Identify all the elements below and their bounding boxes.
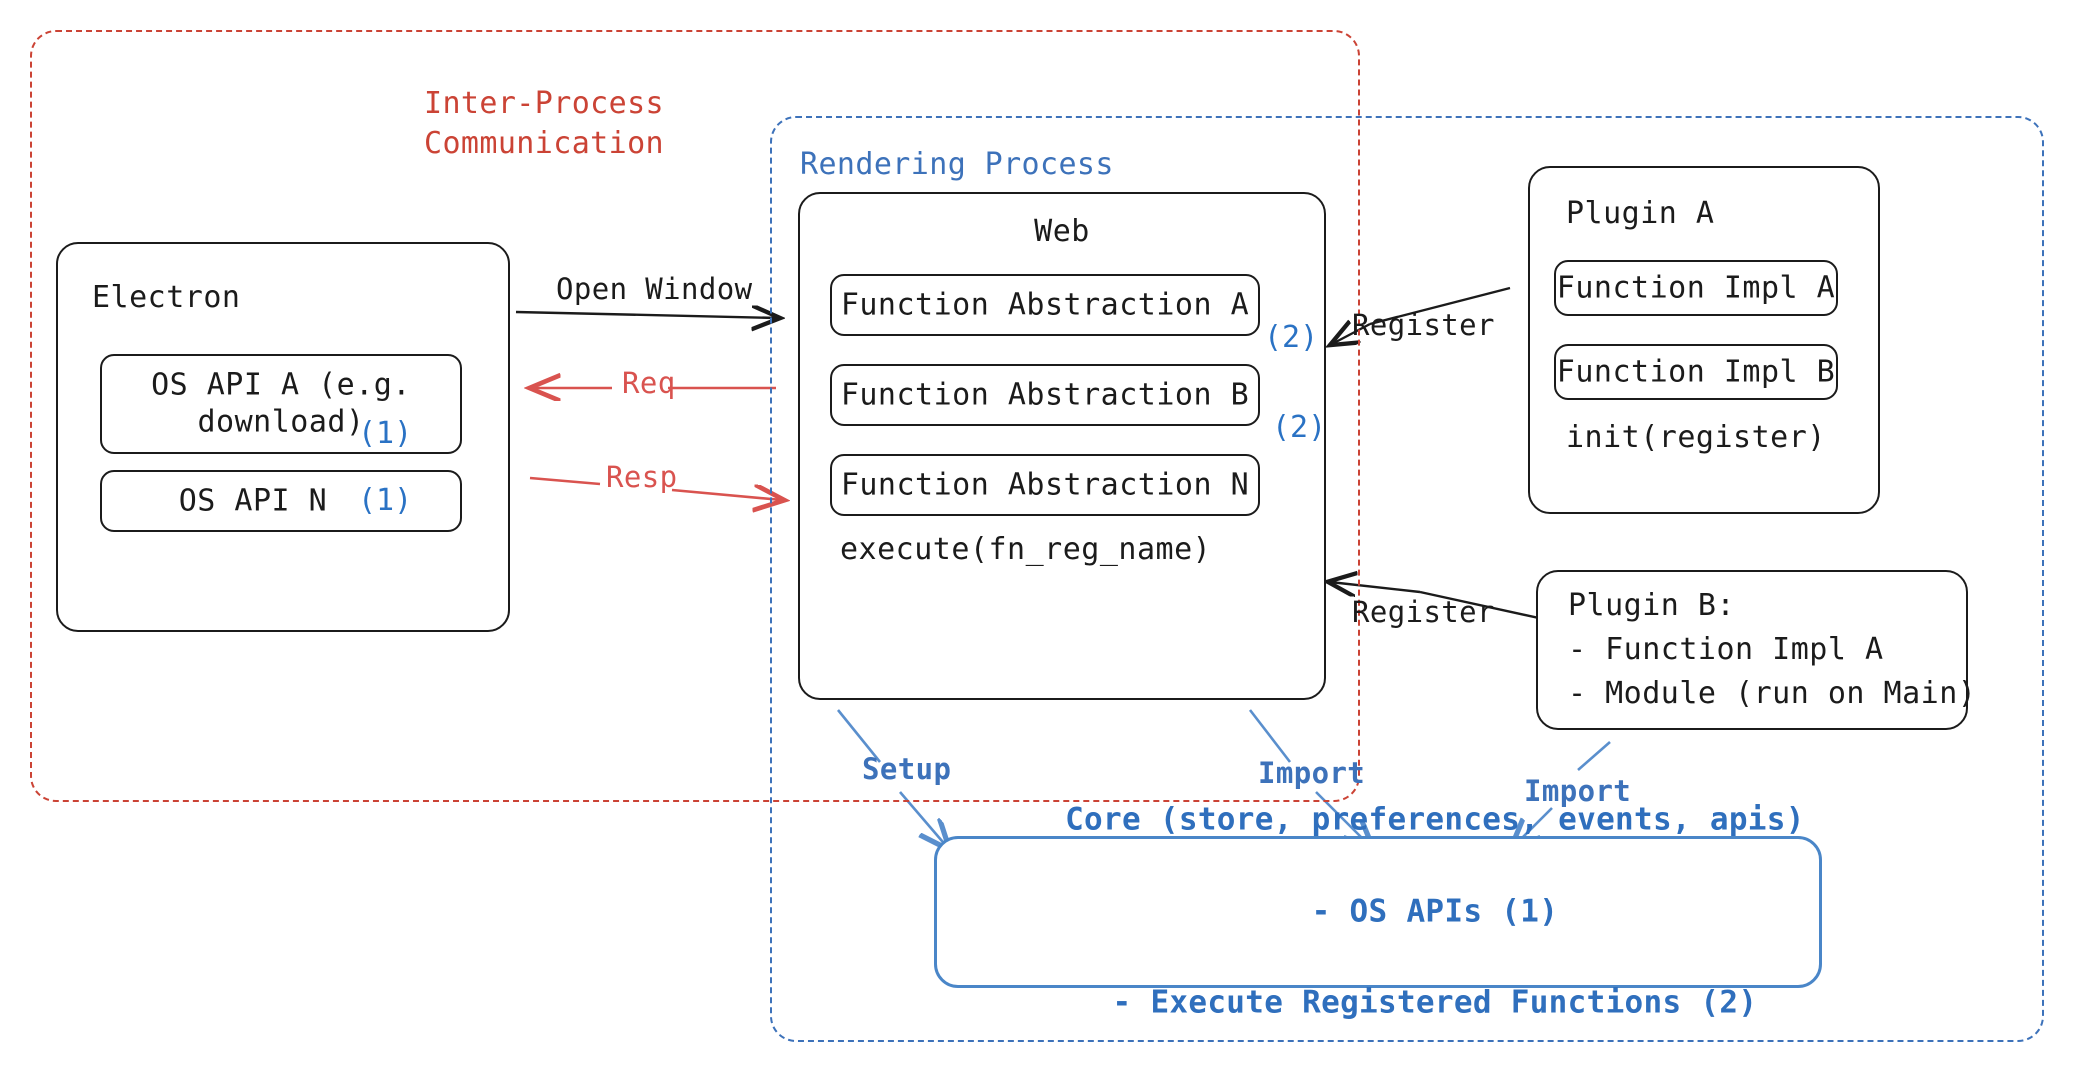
function-impl-a-label: Function Impl A (1556, 270, 1836, 306)
function-abstraction-a-label: Function Abstraction A (840, 287, 1250, 323)
function-abstraction-a-box[interactable]: Function Abstraction A (830, 274, 1260, 336)
core-box: Core (store, preferences, events, apis) … (934, 801, 1822, 1021)
plugin-b-line-2: - Module (run on Main) (1568, 676, 1977, 711)
function-abstraction-a-marker: (2) (1264, 320, 1319, 355)
core-line-3: - Execute Registered Functions (2) (1112, 984, 1758, 1021)
group-inter-process-communication (30, 30, 1360, 802)
os-api-a-marker: (1) (358, 416, 413, 451)
group-label-rendering-process: Rendering Process (800, 147, 1114, 182)
os-api-a-label: OS API A (e.g. download) (151, 367, 411, 439)
edge-label-register-plugin-b: Register (1352, 595, 1495, 629)
plugin-a-box: Plugin A Function Impl A Function Impl B… (1528, 166, 1880, 514)
function-impl-a-box[interactable]: Function Impl A (1554, 260, 1838, 316)
edge-label-import-web: Import (1258, 756, 1366, 790)
function-abstraction-b-label: Function Abstraction B (840, 377, 1250, 413)
function-impl-b-box[interactable]: Function Impl B (1554, 344, 1838, 400)
os-api-n-marker: (1) (358, 483, 413, 518)
os-api-n-label: OS API N (178, 483, 328, 519)
edge-label-register-plugin-a: Register (1352, 308, 1495, 342)
electron-box: Electron OS API A (e.g. download) (1) OS… (56, 242, 510, 632)
function-impl-b-label: Function Impl B (1556, 354, 1836, 390)
plugin-a-title: Plugin A (1566, 196, 1715, 231)
edge-label-setup: Setup (862, 752, 952, 786)
group-label-ipc: Inter-Process Communication (424, 86, 664, 161)
function-abstraction-n-label: Function Abstraction N (840, 467, 1250, 503)
edge-label-resp: Resp (606, 460, 678, 494)
edge-label-req: Req (622, 366, 676, 400)
core-text: Core (store, preferences, events, apis) … (937, 751, 1819, 1066)
edge-label-import-plugin-b: Import (1524, 774, 1632, 808)
web-footer: execute(fn_reg_name) (840, 532, 1212, 567)
electron-title: Electron (92, 280, 241, 315)
edge-label-open-window: Open Window (556, 272, 753, 306)
function-abstraction-b-box[interactable]: Function Abstraction B (830, 364, 1260, 426)
function-abstraction-n-box[interactable]: Function Abstraction N (830, 454, 1260, 516)
group-rendering-process (770, 116, 2044, 1042)
plugin-b-box: Plugin B: - Function Impl A - Module (ru… (1536, 570, 1976, 730)
core-line-2: - OS APIs (1) (1311, 893, 1559, 930)
plugin-b-line-1: - Function Impl A (1568, 632, 1884, 667)
web-title: Web (1034, 214, 1090, 249)
plugin-b-title: Plugin B: (1568, 588, 1736, 623)
core-line-1: Core (store, preferences, events, apis) (1065, 801, 1805, 838)
function-abstraction-b-marker: (2) (1272, 410, 1327, 445)
plugin-a-footer: init(register) (1566, 420, 1826, 455)
web-box: Web Function Abstraction A Function Abst… (798, 192, 1326, 700)
os-api-n-box[interactable]: OS API N (100, 470, 462, 532)
os-api-a-box[interactable]: OS API A (e.g. download) (100, 354, 462, 454)
